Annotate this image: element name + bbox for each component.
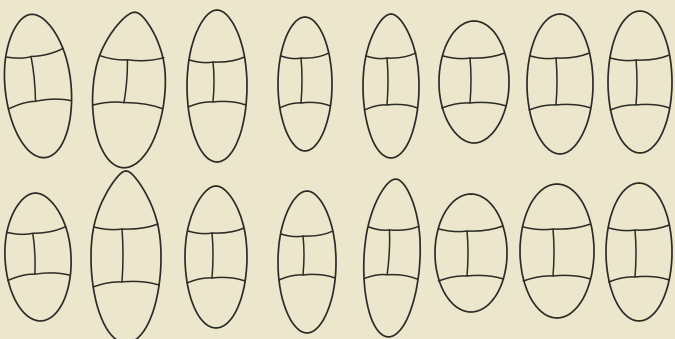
upper-septum	[443, 53, 505, 59]
spore	[185, 186, 247, 328]
spore-outline	[187, 10, 247, 162]
spore-outline	[527, 14, 593, 154]
longitudinal-septum	[470, 58, 471, 103]
spore	[608, 11, 672, 153]
spore	[520, 184, 594, 318]
upper-septum	[188, 228, 244, 234]
spore	[363, 14, 419, 158]
lower-septum	[93, 100, 163, 111]
longitudinal-septum	[31, 56, 36, 101]
longitudinal-septum	[635, 230, 636, 277]
spore-outline	[435, 194, 507, 312]
spore-outline	[91, 171, 161, 339]
spore	[435, 194, 507, 312]
lower-septum	[93, 281, 159, 287]
lower-septum	[8, 97, 72, 109]
lower-septum	[279, 274, 335, 280]
upper-septum	[523, 224, 591, 230]
upper-septum	[99, 53, 163, 64]
upper-septum	[6, 48, 64, 59]
spore-outline	[439, 21, 509, 143]
longitudinal-septum	[122, 229, 123, 282]
upper-septum	[611, 55, 670, 61]
lower-septum	[364, 273, 418, 281]
upper-septum	[530, 53, 589, 59]
longitudinal-septum	[301, 58, 302, 103]
lower-septum	[188, 101, 246, 107]
spore	[2, 191, 74, 322]
lower-septum	[279, 102, 330, 108]
spore	[606, 183, 672, 321]
spore-outline	[185, 186, 247, 328]
longitudinal-septum	[33, 233, 36, 274]
spore	[187, 10, 247, 162]
spore	[439, 21, 509, 143]
longitudinal-septum	[124, 60, 128, 103]
spore-outline	[278, 17, 332, 151]
longitudinal-septum	[553, 229, 554, 276]
lower-septum	[610, 104, 670, 110]
longitudinal-septum	[213, 62, 214, 102]
lower-septum	[187, 277, 245, 283]
longitudinal-septum	[387, 230, 390, 275]
lower-septum	[438, 275, 503, 281]
longitudinal-septum	[212, 233, 213, 278]
lower-septum	[609, 276, 670, 282]
lower-septum	[8, 272, 71, 281]
spore	[87, 9, 171, 170]
spore-outline	[360, 178, 424, 339]
spore	[527, 14, 593, 154]
spore-outline	[520, 184, 594, 318]
lower-septum	[529, 104, 591, 110]
lower-septum	[442, 102, 507, 108]
longitudinal-septum	[636, 60, 637, 105]
longitudinal-septum	[556, 58, 557, 105]
spore	[91, 171, 161, 339]
spore-outline	[608, 11, 672, 153]
upper-septum	[94, 224, 158, 230]
spore	[278, 17, 332, 151]
spore	[0, 11, 78, 161]
longitudinal-septum	[467, 231, 468, 276]
spore-outline	[278, 191, 336, 333]
spore-outline	[0, 11, 78, 161]
longitudinal-septum	[303, 236, 304, 275]
upper-septum	[366, 53, 416, 59]
upper-septum	[439, 226, 503, 232]
spore-outline	[2, 191, 74, 322]
upper-septum	[7, 227, 66, 236]
lower-septum	[364, 104, 417, 110]
spore	[278, 191, 336, 333]
upper-septum	[281, 231, 333, 237]
upper-septum	[368, 224, 419, 232]
upper-septum	[189, 57, 244, 63]
spore	[360, 178, 424, 339]
longitudinal-septum	[387, 58, 388, 105]
spore-outline	[606, 183, 672, 321]
spore-outline	[363, 14, 419, 158]
spore-outline	[87, 9, 171, 170]
upper-septum	[281, 53, 329, 59]
upper-septum	[609, 225, 670, 231]
lower-septum	[523, 275, 591, 281]
